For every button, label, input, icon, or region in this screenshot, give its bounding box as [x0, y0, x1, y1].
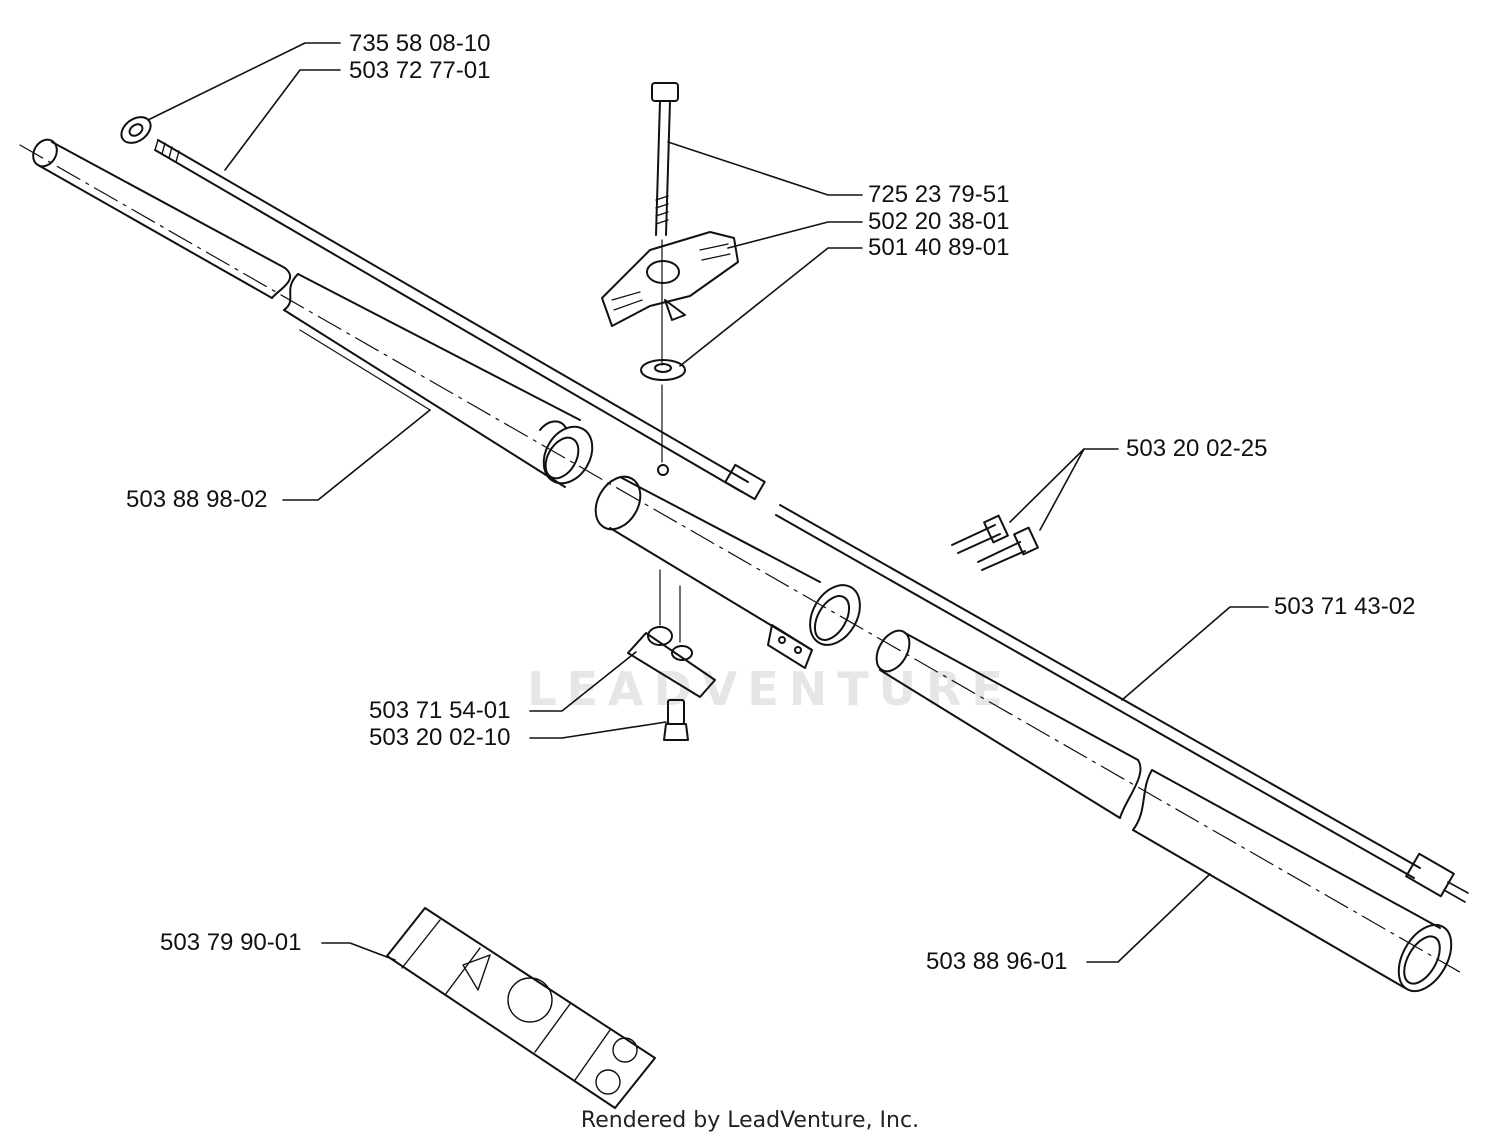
part-label-503-79-90-01: 503 79 90-01	[160, 929, 302, 956]
center-axis	[19, 144, 1466, 976]
leader-p1	[147, 42, 341, 121]
part-label-503-71-54-01: 503 71 54-01	[369, 697, 511, 724]
part-label-735-58-08-10: 735 58 08-10	[349, 30, 491, 57]
leader-p4	[727, 221, 863, 249]
coupling-clamp	[594, 464, 861, 669]
tube-lower-mid	[875, 629, 1142, 819]
part-label-502-20-38-01: 502 20 38-01	[868, 208, 1010, 235]
tube-lower-right	[1132, 769, 1453, 993]
screw-503-20-02-10	[663, 699, 689, 741]
wing-knob	[601, 231, 739, 327]
bolt-725	[651, 82, 679, 463]
part-label-503-20-02-25: 503 20 02-25	[1126, 435, 1268, 462]
washer-501	[640, 359, 686, 381]
part-label-503-71-43-02: 503 71 43-02	[1274, 593, 1416, 620]
part-label-725-23-79-51: 725 23 79-51	[868, 181, 1010, 208]
leader-p10	[529, 721, 667, 739]
leader-p7	[282, 409, 431, 501]
leader-p11	[321, 942, 396, 961]
rendered-by-footer: Rendered by LeadVenture, Inc.	[580, 1108, 920, 1133]
leader-p12	[1086, 873, 1211, 963]
leader-p8	[1121, 606, 1269, 701]
part-label-503-20-02-10: 503 20 02-10	[369, 724, 511, 751]
watermark: LEADVENTURE	[527, 662, 1013, 716]
part-label-503-88-96-01: 503 88 96-01	[926, 948, 1068, 975]
leader-p3	[667, 141, 863, 196]
leader-p2	[224, 69, 341, 171]
leader-p6	[1009, 448, 1119, 531]
warning-decal	[386, 907, 656, 1109]
part-label-503-72-77-01: 503 72 77-01	[349, 57, 491, 84]
leader-p5	[679, 247, 863, 367]
part-label-501-40-89-01: 501 40 89-01	[868, 234, 1010, 261]
clamp-plate	[627, 569, 716, 698]
drive-shaft	[154, 139, 1469, 903]
washer-735	[120, 116, 152, 144]
leader-lines	[147, 42, 1269, 963]
tube-upper-mid	[283, 273, 594, 488]
leader-p9	[529, 651, 637, 712]
tube-upper-left	[32, 138, 292, 299]
screws-503-20-02-25	[951, 514, 1039, 571]
part-label-503-88-98-02: 503 88 98-02	[126, 486, 268, 513]
